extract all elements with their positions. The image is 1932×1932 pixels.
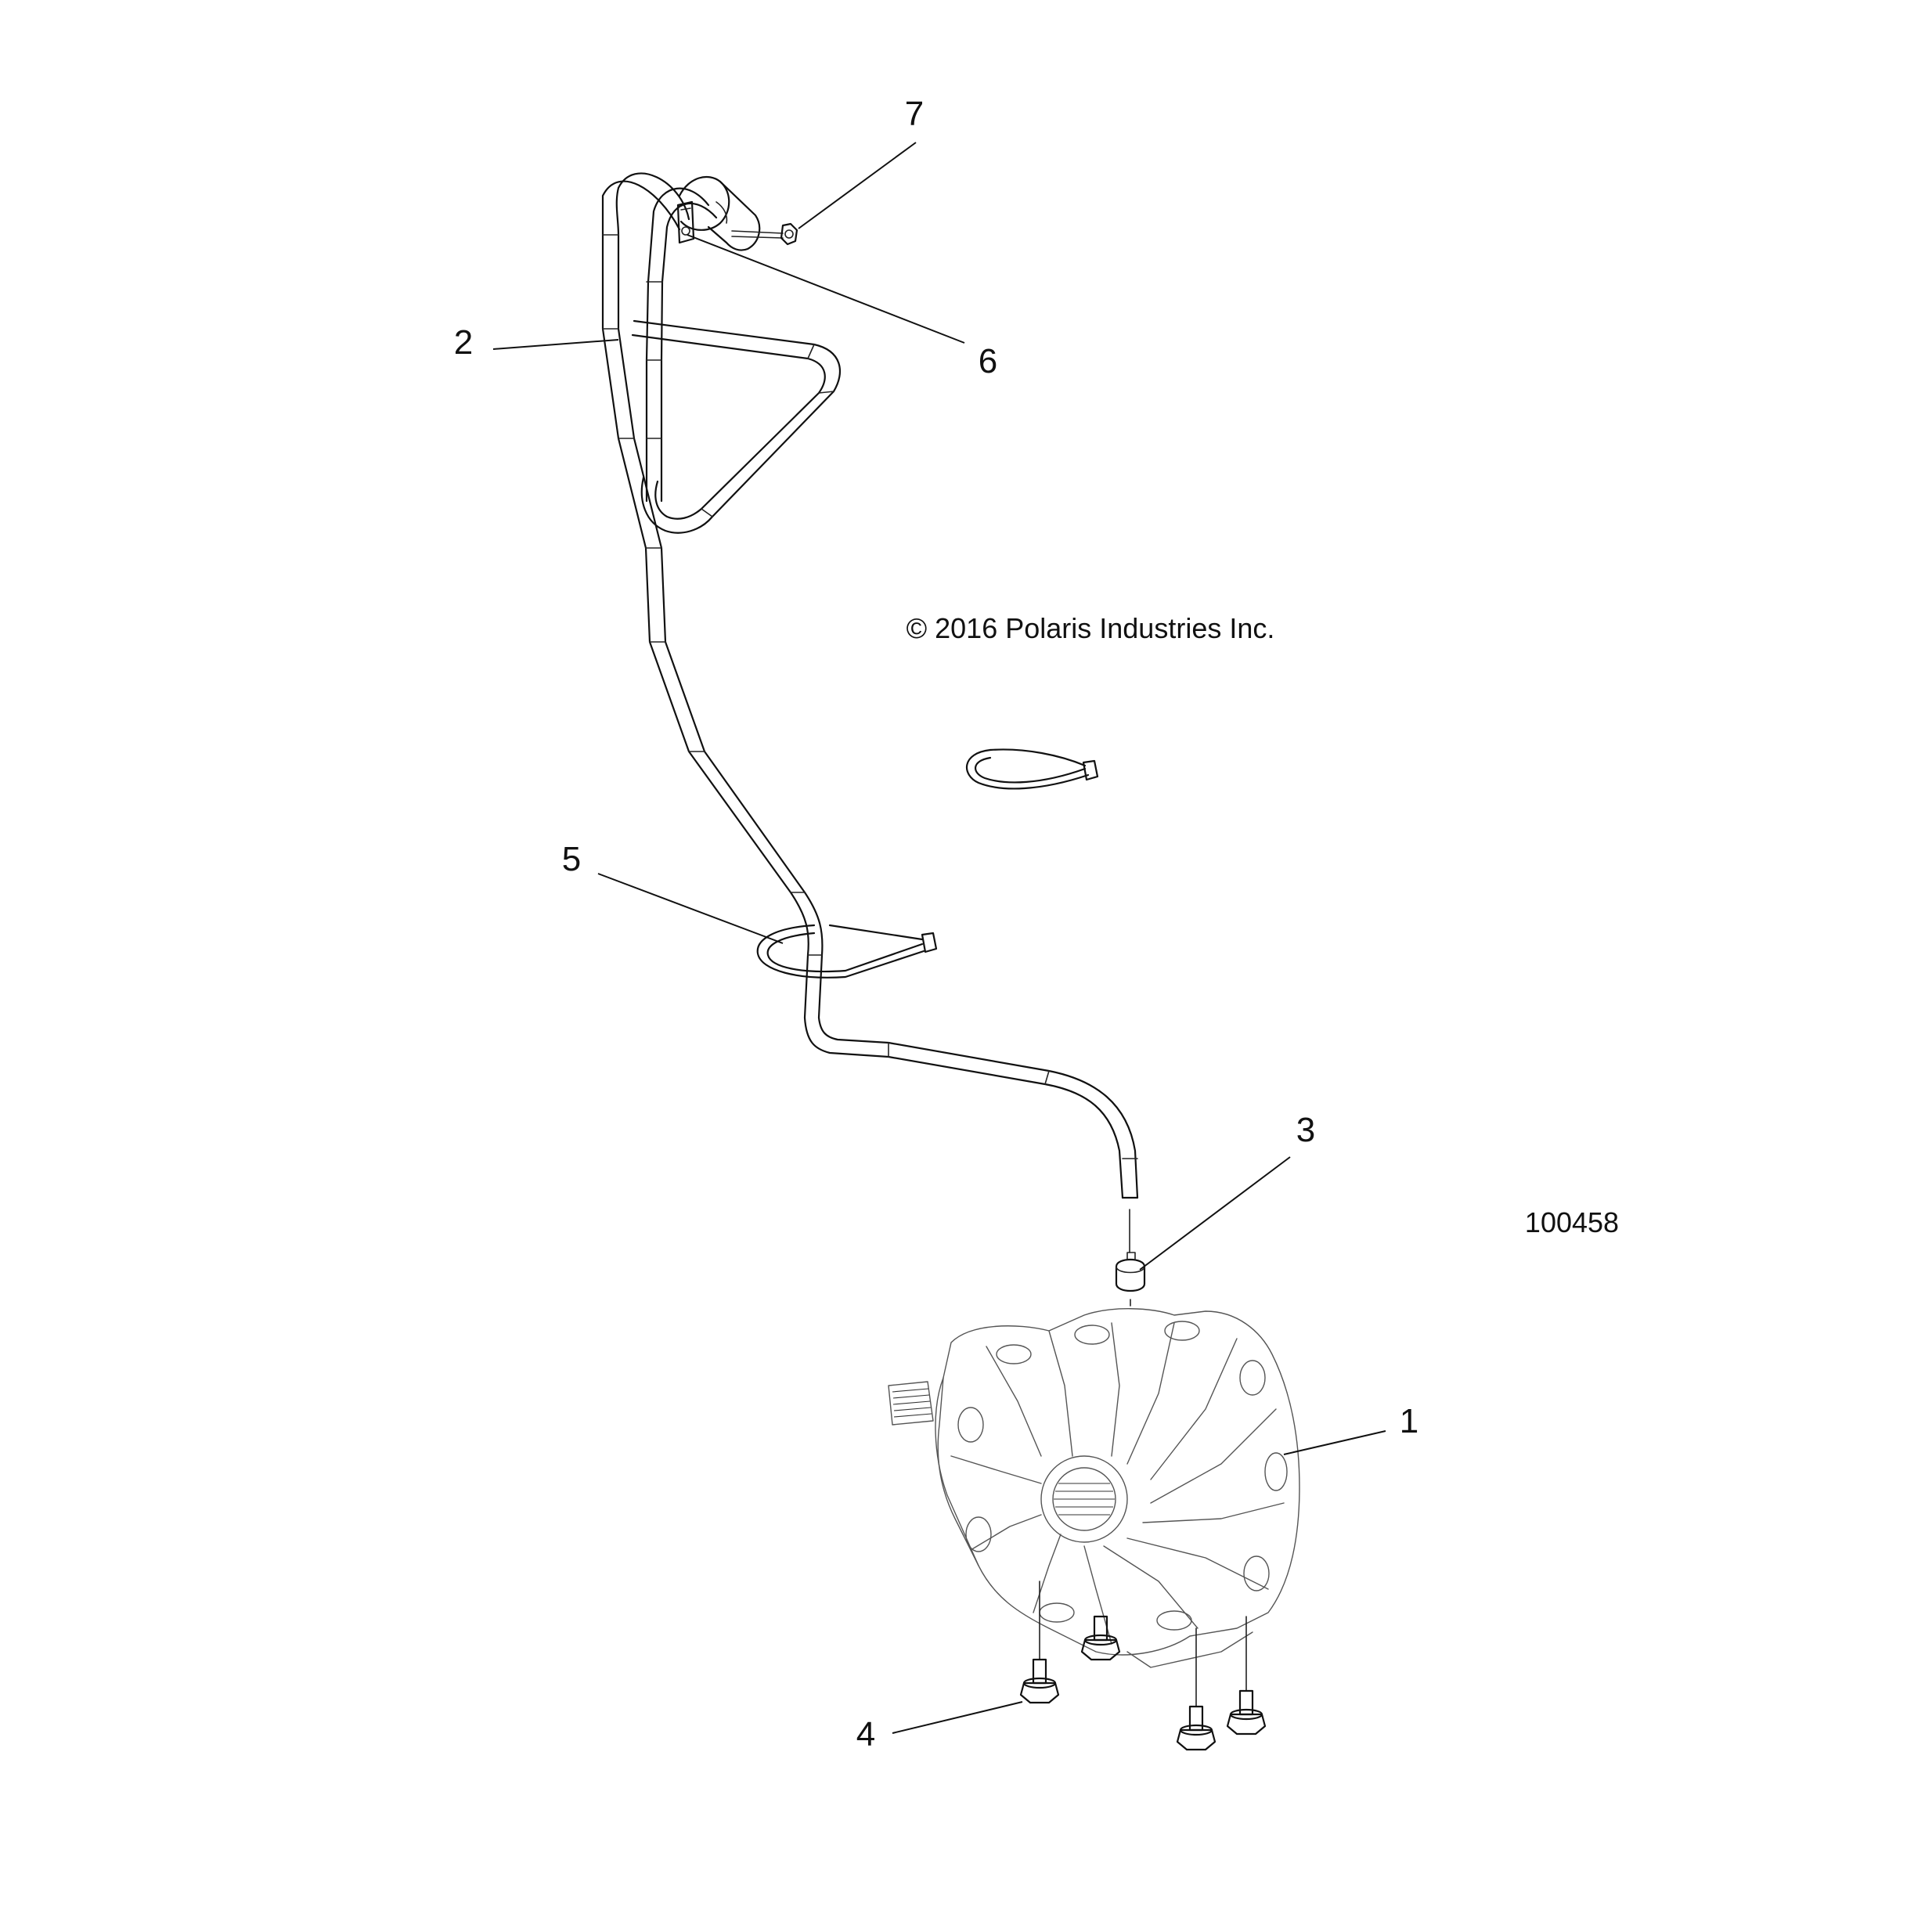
leader-lines — [492, 142, 1386, 1734]
leader-3 — [1139, 1156, 1291, 1271]
cable-tie-loose — [966, 748, 1099, 790]
callout-labels: 7 6 2 5 3 1 4 — [454, 95, 1418, 1754]
leader-2 — [492, 339, 619, 350]
copyright-notice: © 2016 Polaris Industries Inc. — [907, 612, 1275, 644]
leader-5 — [597, 873, 784, 944]
callout-5: 5 — [562, 840, 581, 878]
nut — [731, 222, 798, 246]
vent-hose — [601, 172, 1139, 1253]
bolt-d — [1226, 1616, 1267, 1736]
leader-6 — [687, 234, 965, 344]
bolt-b — [1080, 1615, 1121, 1661]
bolt-a — [1019, 1581, 1060, 1704]
callout-2: 2 — [454, 323, 473, 362]
hose-clamp — [1115, 1252, 1146, 1307]
leader-4 — [892, 1701, 1023, 1734]
leader-7 — [798, 142, 917, 229]
cable-tie — [756, 924, 938, 979]
callout-1: 1 — [1400, 1402, 1418, 1440]
leader-1 — [1283, 1430, 1386, 1455]
gearcase — [888, 1308, 1300, 1668]
bracket — [676, 200, 695, 244]
callout-7: 7 — [905, 95, 924, 133]
mounting-bolts — [1019, 1581, 1267, 1751]
callout-4: 4 — [856, 1715, 875, 1754]
callout-6: 6 — [979, 342, 997, 380]
callout-3: 3 — [1296, 1111, 1315, 1149]
bolt-c — [1176, 1627, 1217, 1751]
figure-number: 100458 — [1525, 1206, 1619, 1238]
